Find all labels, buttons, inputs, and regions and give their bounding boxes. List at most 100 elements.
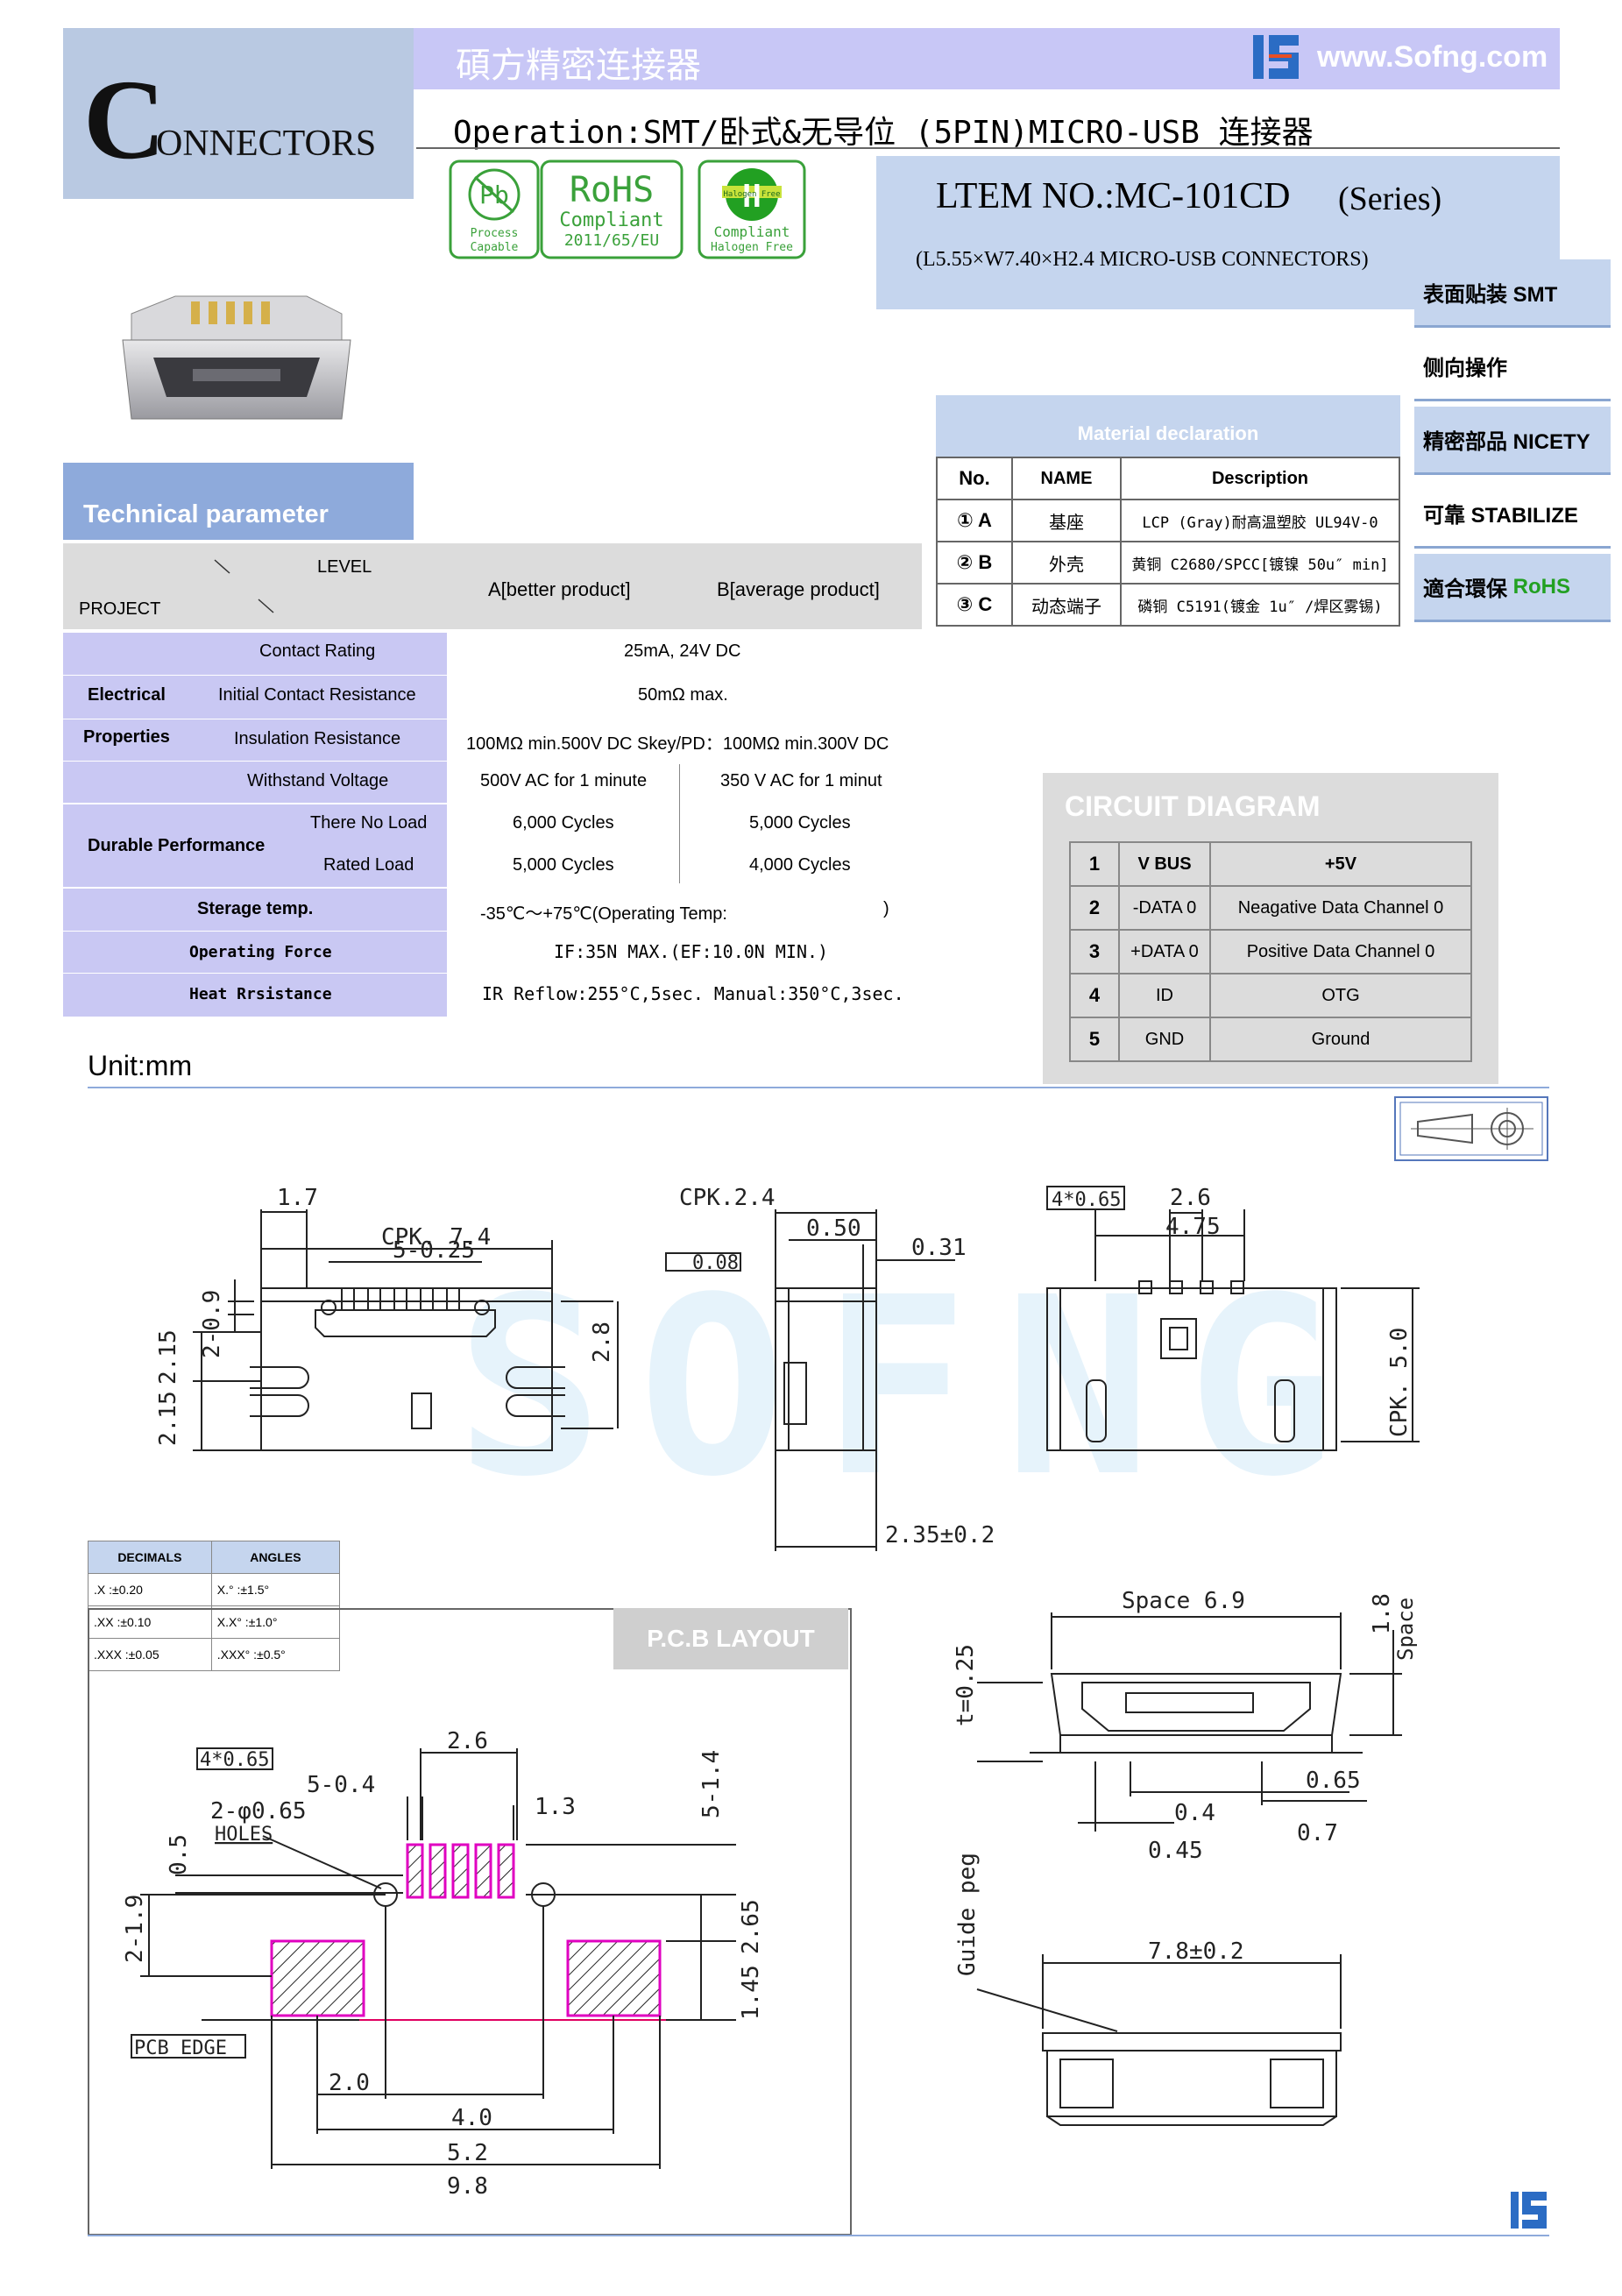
- svg-text:1.8: 1.8: [1369, 1593, 1395, 1634]
- svg-text:0.7: 0.7: [1297, 1820, 1338, 1846]
- brand-wordmark: ONNECTORS: [156, 124, 377, 164]
- footer-logo-icon: [1511, 2192, 1547, 2229]
- tag-side-operation: 侧向操作: [1414, 333, 1611, 401]
- contact-rating-label: Contact Rating: [259, 641, 376, 661]
- item-series: (Series): [1338, 181, 1442, 217]
- brand-panel: [63, 28, 414, 199]
- certification-badges: Pb Process Capable RoHS Compliant 2011/6…: [449, 159, 806, 259]
- storage-close: ): [883, 899, 889, 918]
- no-load-a: 6,000 Cycles: [513, 813, 614, 833]
- rohs-text: RoHS: [570, 170, 654, 210]
- svg-text:2.15: 2.15: [155, 1391, 181, 1446]
- durable-label: Durable Performance: [88, 836, 266, 855]
- hf-top: Halogen Free: [723, 190, 780, 199]
- insulation-value: 100MΩ min.500V DC Skey/PD：100MΩ min.300V…: [466, 734, 889, 754]
- pb-free-icon: Pb Process Capable: [449, 159, 540, 259]
- diagonal-divider: [214, 559, 274, 613]
- watermark: SOFNG: [456, 1245, 1370, 1531]
- pb-sub2: Capable: [471, 241, 519, 254]
- svg-text:PCB EDGE: PCB EDGE: [134, 2037, 227, 2059]
- brand-initial: C: [83, 57, 166, 183]
- pb-sub1: Process: [471, 227, 519, 240]
- svg-text:1.7: 1.7: [277, 1185, 318, 1211]
- svg-text:0.65: 0.65: [1306, 1768, 1361, 1794]
- section-rule: [88, 1087, 1549, 1088]
- svg-text:0.5: 0.5: [166, 1834, 192, 1875]
- rated-load-b: 4,000 Cycles: [749, 855, 851, 875]
- svg-text:0.08: 0.08: [692, 1252, 739, 1274]
- website-url[interactable]: www.Sofng.com: [1317, 40, 1548, 74]
- rated-load-label: Rated Load: [323, 855, 414, 875]
- operation-title: Operation:SMT/卧式&无导位 (5PIN)MICRO-USB 连接器: [453, 115, 1314, 151]
- end-view: [977, 1612, 1402, 1832]
- svg-text:2.0: 2.0: [329, 2070, 370, 2096]
- title-rule: [416, 147, 1560, 149]
- circuit-title: CIRCUIT DIAGRAM: [1065, 790, 1321, 822]
- electrical-label: Electrical: [88, 685, 166, 705]
- rated-load-a: 5,000 Cycles: [513, 855, 614, 875]
- col-a-header: A[better product]: [488, 578, 631, 600]
- hf-sub2: Halogen Free: [711, 241, 793, 254]
- svg-text:2-φ0.65: 2-φ0.65: [210, 1798, 307, 1825]
- front-view: [193, 1209, 619, 1451]
- svg-text:Space 6.9: Space 6.9: [1122, 1588, 1245, 1614]
- svg-text:7.8±0.2: 7.8±0.2: [1148, 1938, 1244, 1965]
- material-title: Material declaration: [1077, 422, 1259, 444]
- guide-peg-view: [976, 1954, 1342, 2126]
- initial-resistance-value: 50mΩ max.: [638, 685, 728, 705]
- product-photo: [122, 295, 351, 420]
- svg-text:2.6: 2.6: [447, 1728, 488, 1754]
- insulation-label: Insulation Resistance: [234, 729, 401, 748]
- svg-text:1.45: 1.45: [738, 1965, 764, 2020]
- svg-text:2.8: 2.8: [589, 1322, 615, 1363]
- tech-param-header: [63, 463, 414, 540]
- svg-text:HOLES: HOLES: [215, 1824, 273, 1846]
- projection-symbol-icon: [1394, 1096, 1548, 1161]
- item-dimensions: (L5.55×W7.40×H2.4 MICRO-USB CONNECTORS): [916, 248, 1369, 271]
- electrical-label-bg: [63, 633, 447, 803]
- level-label: LEVEL: [317, 557, 372, 577]
- svg-text:2.6: 2.6: [1170, 1185, 1211, 1211]
- svg-text:0.45: 0.45: [1148, 1838, 1203, 1864]
- withstand-label: Withstand Voltage: [247, 771, 389, 790]
- pb-text: Pb: [479, 181, 509, 209]
- durable-label-bg: [63, 804, 447, 887]
- halogen-free-icon: H Halogen Free Compliant Halogen Free: [698, 159, 806, 259]
- svg-text:2-1.9: 2-1.9: [122, 1895, 148, 1963]
- svg-text:0.4: 0.4: [1174, 1800, 1215, 1826]
- properties-label: Properties: [83, 727, 170, 747]
- initial-resistance-label: Initial Contact Resistance: [218, 685, 416, 705]
- hf-sub1: Compliant: [714, 223, 790, 240]
- footer-rule: [88, 2235, 1549, 2236]
- svg-text:4*0.65: 4*0.65: [200, 1749, 269, 1771]
- svg-text:2-0.9: 2-0.9: [199, 1290, 225, 1358]
- unit-label: Unit:mm: [88, 1050, 193, 1081]
- svg-text:Space: Space: [1393, 1598, 1418, 1661]
- svg-text:0.31: 0.31: [911, 1235, 967, 1261]
- tag-rohs: 適合環保 RoHS: [1414, 554, 1611, 622]
- storage-label: Sterage temp.: [197, 899, 314, 918]
- rohs-sub1: Compliant: [559, 209, 663, 231]
- svg-text:CPK.2.4: CPK.2.4: [679, 1185, 776, 1211]
- heat-value: IR Reflow:255°C,5sec. Manual:350°C,3sec.: [482, 983, 904, 1004]
- svg-text:t=0.25: t=0.25: [953, 1644, 979, 1726]
- col-b-header: B[average product]: [717, 578, 880, 600]
- tag-nicety: 精密部品 NICETY: [1414, 407, 1611, 475]
- svg-text:4*0.65: 4*0.65: [1052, 1189, 1121, 1211]
- pcb-layout-drawing: 4*0.65 2.6 5-0.4 2-φ0.65 HOLES 1.3 0.5 5…: [122, 1728, 764, 2200]
- heat-label: Heat Rrsistance: [189, 985, 332, 1003]
- svg-text:5-0.4: 5-0.4: [307, 1772, 375, 1798]
- pcb-layout-title: P.C.B LAYOUT: [613, 1608, 848, 1669]
- project-label: PROJECT: [79, 599, 161, 619]
- svg-text:2.65: 2.65: [738, 1899, 764, 1954]
- rohs-icon: RoHS Compliant 2011/65/EU: [540, 159, 684, 259]
- contact-rating-value: 25mA, 24V DC: [624, 641, 741, 661]
- svg-text:4.75: 4.75: [1165, 1214, 1221, 1240]
- side-view: [665, 1209, 955, 1551]
